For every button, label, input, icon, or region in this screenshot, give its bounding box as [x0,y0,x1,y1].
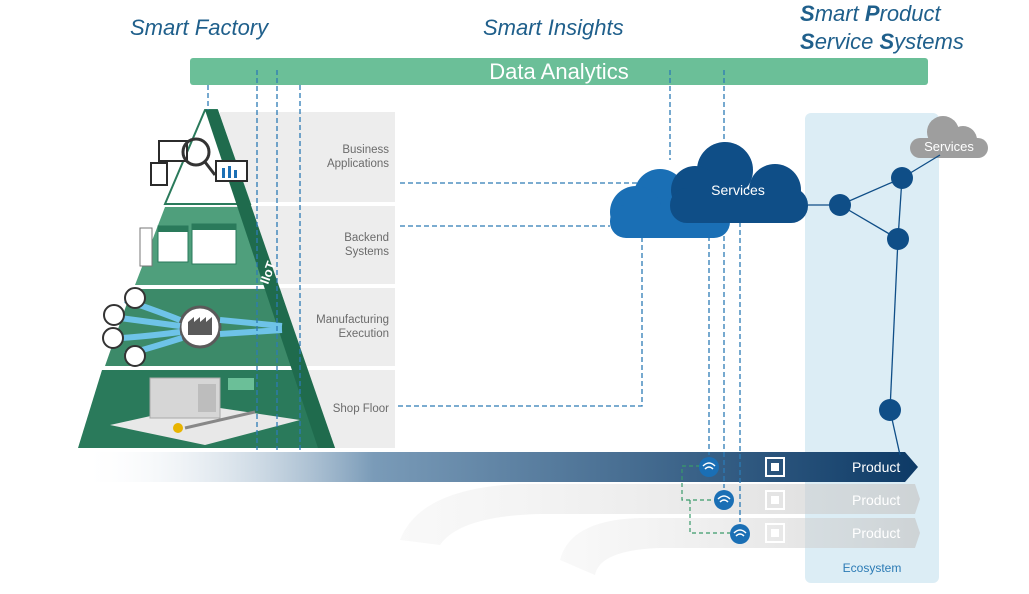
server-icon [139,227,153,267]
smart-factory-heading: Smart Factory [130,15,269,40]
network-node [887,228,909,250]
layer-label: Shop Floor [332,403,389,415]
network-node [879,399,901,421]
pss-word-ervice: ervice [814,29,880,54]
shopfloor-to-cloud [398,236,643,407]
layer-business-applications: Business Applications [220,112,395,202]
monitor-screen [160,142,186,160]
smart-product-service-systems-heading: Smart Product Service Systems [800,0,964,56]
network-node [891,167,913,189]
layer-label: Manufacturing Execution [316,314,389,340]
pss-initial-s3: S [879,29,895,54]
pss-word-mart: mart [814,1,865,26]
pss-heading-line-1: Smart Product [800,0,964,28]
product-swoosh-band-2 [400,484,920,545]
worker-icon [173,423,183,433]
smart-insights-heading: Smart Insights [483,15,624,40]
ecosystem-label: Ecosystem [842,561,902,575]
product-label-1: Product [852,459,900,475]
pss-initial-s2: S [800,29,815,54]
pyramid-iiot-edge [205,110,335,448]
network-node [829,194,851,216]
truck-icon [124,287,146,309]
screen-sign-icon [228,378,254,390]
ecosystem-services-label: Services [924,139,974,154]
cloud-dark [670,142,808,223]
product-label-3: Product [852,525,900,541]
magnifier-icon [181,137,211,167]
cloud-services-label: Services [711,182,765,198]
layer-label: Backend Systems [344,232,389,258]
target-icon [124,345,146,367]
ecosystem-services-cloud [910,116,988,158]
pss-heading-line-2: Service Systems [800,28,964,56]
chip-icon [765,457,785,477]
pss-word-roduct: roduct [879,1,941,26]
gear-icon [102,327,124,349]
product-swoosh-band-3 [560,518,920,575]
iiot-label: IIoT [257,259,279,286]
data-analytics-bar: Data Analytics [190,58,928,85]
person-icon [103,304,125,326]
product-interlinks [681,465,730,534]
layer-label: Business Applications [326,144,389,170]
chip-icon [765,523,785,543]
product-band-main [80,452,918,482]
dashed-connectors [207,70,741,522]
pss-word-ystems: ystems [894,29,964,54]
chip-icon [765,490,785,510]
pss-initial-s1: S [800,1,815,26]
product-label-2: Product [852,492,900,508]
network-edges [808,154,941,456]
pss-initial-p: P [864,1,880,26]
